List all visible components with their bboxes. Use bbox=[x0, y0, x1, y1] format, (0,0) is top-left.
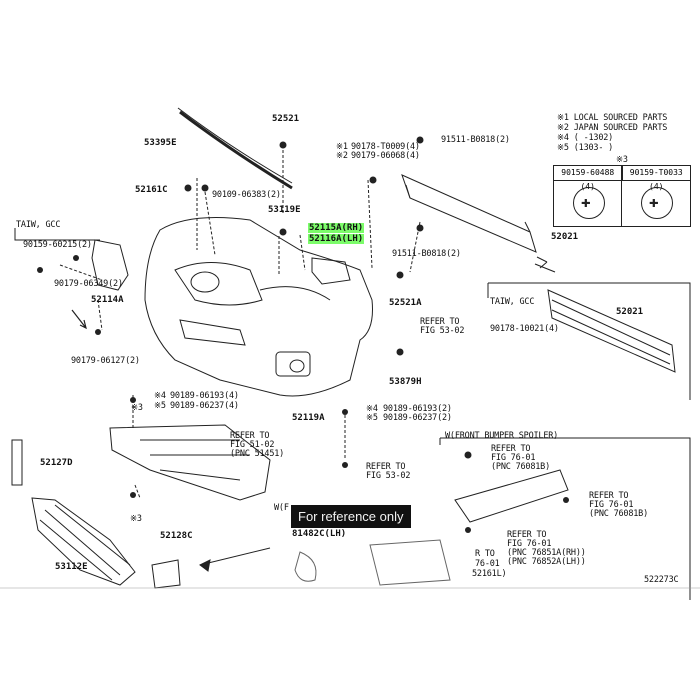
ref-76-01c-1[interactable]: REFER TO bbox=[507, 530, 547, 540]
mark-5-right: ※5 bbox=[366, 413, 378, 423]
screw-icon bbox=[573, 187, 605, 219]
ref-53-02b-1[interactable]: REFER TO bbox=[366, 462, 406, 472]
ref-76-01a-2[interactable]: FIG 76-01 bbox=[491, 453, 536, 463]
mark-3-top: ※3 bbox=[131, 403, 143, 413]
part-90178-10021: 90178-10021(4) bbox=[490, 324, 559, 334]
side-spacer bbox=[11, 439, 23, 486]
lower-grille bbox=[31, 497, 136, 586]
ref-51-02-2[interactable]: FIG 51-02 bbox=[230, 440, 275, 450]
ref-51-02-3[interactable]: (PNC 51451) bbox=[230, 449, 285, 459]
legend-local: ※1 LOCAL SOURCED PARTS bbox=[557, 113, 668, 123]
part-52161C: 52161C bbox=[135, 185, 168, 195]
ref-53-02a-1[interactable]: REFER TO bbox=[420, 317, 460, 327]
part-90179-06127: 90179-06127(2) bbox=[71, 356, 140, 366]
mark-3-bottom: ※3 bbox=[130, 514, 142, 524]
fog-cover bbox=[151, 559, 181, 589]
legend-until-1302: ※4 ( -1302) bbox=[557, 133, 614, 143]
part-52021-lower: 52021 bbox=[616, 307, 644, 317]
ref-76-01c-2[interactable]: FIG 76-01 bbox=[507, 539, 552, 549]
part-81482C: 81482C(LH) bbox=[292, 529, 347, 539]
screw-icon bbox=[641, 187, 673, 219]
part-91511-top: 91511-B0818(2) bbox=[441, 135, 510, 145]
part-90159-60215: 90159-60215(2) bbox=[23, 240, 92, 250]
bumper-spoiler bbox=[454, 469, 569, 523]
ref-76-01b-3[interactable]: (PNC 76081B) bbox=[589, 509, 649, 519]
engine-undercover bbox=[109, 424, 271, 501]
fastener-mark: ※3 bbox=[616, 155, 628, 165]
bumper-cover bbox=[144, 217, 373, 397]
part-52128C: 52128C bbox=[160, 531, 193, 541]
reference-only-badge: For reference only bbox=[291, 505, 411, 528]
side-bracket bbox=[91, 239, 129, 291]
section-w-partial: W(F bbox=[274, 503, 289, 513]
diagram-id: 522273C bbox=[644, 575, 679, 585]
ref-53-02b-2[interactable]: FIG 53-02 bbox=[366, 471, 411, 481]
part-90189-06237-left: 90189-06237(4) bbox=[170, 401, 239, 411]
mark-4-right: ※4 bbox=[366, 404, 378, 414]
ref-76-01c-3[interactable]: (PNC 76851A(RH)) bbox=[507, 548, 586, 558]
support-bracket bbox=[311, 257, 351, 285]
ref-fragment-1: R TO bbox=[475, 549, 495, 559]
part-91511-bottom: 91511-B0818(2) bbox=[392, 249, 461, 259]
part-52021-upper: 52021 bbox=[551, 232, 579, 242]
fastener-a-label: 90159-60488 (4) bbox=[554, 166, 623, 191]
part-52521: 52521 bbox=[272, 114, 300, 124]
ref-76-01a-3[interactable]: (PNC 76081B) bbox=[491, 462, 551, 472]
part-52116A: 52116A(LH) bbox=[308, 234, 365, 244]
part-90178: 90178-T0009(4) bbox=[351, 142, 420, 152]
absorber-lower bbox=[547, 289, 676, 373]
part-90179-06349: 90179-06349(2) bbox=[54, 279, 123, 289]
mark-1: ※1 bbox=[336, 142, 348, 152]
part-90189-06193-left: 90189-06193(4) bbox=[170, 391, 239, 401]
part-52127D: 52127D bbox=[40, 458, 73, 468]
part-90189-06237-right: 90189-06237(2) bbox=[383, 413, 452, 423]
mark-4-left: ※4 bbox=[154, 391, 166, 401]
part-53112E: 53112E bbox=[55, 562, 88, 572]
ref-53-02a-2[interactable]: FIG 53-02 bbox=[420, 326, 465, 336]
molding-strip bbox=[179, 110, 293, 190]
part-52114A: 52114A bbox=[91, 295, 124, 305]
part-90109: 90109-06383(2) bbox=[212, 190, 281, 200]
ref-76-01b-1[interactable]: REFER TO bbox=[589, 491, 629, 501]
ref-76-01b-2[interactable]: FIG 76-01 bbox=[589, 500, 634, 510]
section-front-bumper-spoiler: W(FRONT BUMPER SPOILER) bbox=[445, 431, 559, 441]
mark-5-left: ※5 bbox=[154, 401, 166, 411]
fastener-b-label: 90159-T0033 (4) bbox=[629, 168, 683, 191]
ref-fragment-3: 52161L) bbox=[472, 569, 507, 579]
reinforcement-upper bbox=[401, 174, 537, 253]
part-52119A: 52119A bbox=[292, 413, 325, 423]
fastener-table: 90159-60488 (4) 90159-T0033 (4) bbox=[553, 165, 691, 227]
mark-2: ※2 bbox=[336, 151, 348, 161]
ref-76-01c-4[interactable]: (PNC 76852A(LH)) bbox=[507, 557, 586, 567]
part-90189-06193-right: 90189-06193(2) bbox=[383, 404, 452, 414]
legend-from-1303: ※5 (1303- ) bbox=[557, 143, 614, 153]
part-90179-068: 90179-06068(4) bbox=[351, 151, 420, 161]
legend-japan: ※2 JAPAN SOURCED PARTS bbox=[557, 123, 668, 133]
ref-51-02-1[interactable]: REFER TO bbox=[230, 431, 270, 441]
part-53119E: 53119E bbox=[268, 205, 301, 215]
part-53879H: 53879H bbox=[389, 377, 422, 387]
section-taiw-gcc-left: TAIW, GCC bbox=[16, 220, 61, 230]
section-taiw-gcc-right: TAIW, GCC bbox=[490, 297, 535, 307]
ref-76-01a-1[interactable]: REFER TO bbox=[491, 444, 531, 454]
part-53395E: 53395E bbox=[144, 138, 177, 148]
part-52115A: 52115A(RH) bbox=[308, 223, 365, 233]
ref-fragment-2: 76-01 bbox=[475, 559, 500, 569]
part-52521A: 52521A bbox=[389, 298, 422, 308]
